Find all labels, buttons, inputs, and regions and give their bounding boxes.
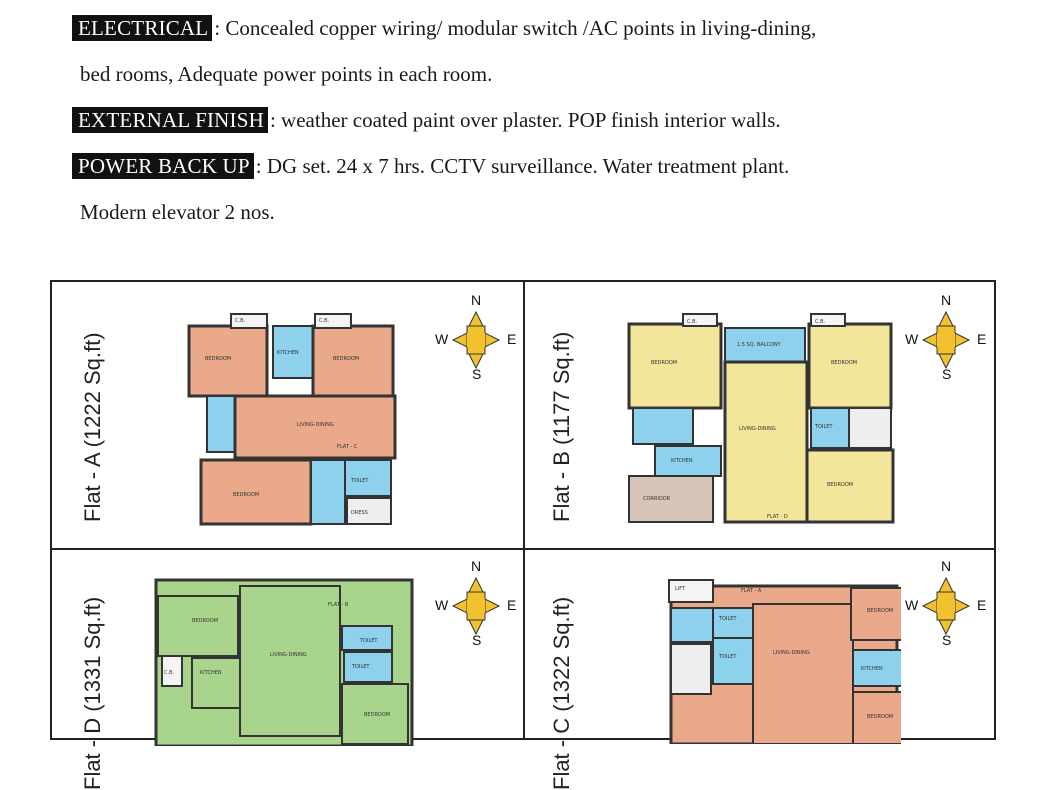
- spec-label: ELECTRICAL: [72, 15, 213, 41]
- room-label: FLAT - B: [328, 602, 349, 608]
- room-label: KITCHEN: [277, 350, 299, 356]
- compass-south: S: [472, 632, 482, 648]
- room-label: TOILET: [351, 664, 370, 670]
- room-label: LIVING-DINING: [270, 652, 307, 658]
- room-label: BEDROOM: [867, 608, 893, 614]
- room-label: LIFT: [675, 586, 686, 592]
- flat-a-floor-plan: C.B. BEDROOM KITCHEN C.B. BEDROOM LIVING…: [187, 308, 397, 526]
- room-label: KITCHEN: [671, 458, 693, 464]
- room-label: C.B.: [235, 318, 246, 324]
- room-label: DRESS: [351, 510, 368, 516]
- flat-c-cell: Flat - C (1322 Sq.ft) LIFT FLAT - A BEDR…: [525, 550, 996, 790]
- compass-rose: N S W E: [431, 556, 521, 648]
- flat-c-floor-plan: LIFT FLAT - A BEDROOM TOILET TOILET LIVI…: [621, 574, 926, 746]
- grid-divider-horizontal: [52, 548, 994, 550]
- compass-east: E: [507, 331, 517, 347]
- compass-north: N: [941, 292, 952, 308]
- compass-north: N: [471, 558, 482, 574]
- compass-west: W: [905, 331, 919, 347]
- compass-west: W: [435, 331, 449, 347]
- room-label: 1.5 SQ. BALCONY: [737, 342, 782, 348]
- room-label: KITCHEN: [861, 666, 883, 672]
- compass-south: S: [472, 366, 482, 382]
- flat-b-floor-plan: C.B. BEDROOM 1.5 SQ. BALCONY C.B. BEDROO…: [625, 310, 897, 526]
- room-label: C.B.: [815, 319, 826, 325]
- flat-c-title: Flat - C (1322 Sq.ft): [549, 596, 574, 790]
- compass-west: W: [435, 597, 449, 613]
- spec-power-backup-cont: Modern elevator 2 nos.: [80, 198, 275, 226]
- spec-label: EXTERNAL FINISH: [72, 107, 268, 133]
- flat-b-cell: Flat - B (1177 Sq.ft) C.B. BEDROOM 1.5 S…: [525, 282, 996, 548]
- compass-west: W: [905, 597, 919, 613]
- room-label: BEDROOM: [827, 482, 853, 488]
- flat-d-cell: Flat - D (1331 Sq.ft) BEDROOM FLAT - B L…: [52, 550, 523, 790]
- room-label: LIVING-DINING: [773, 650, 810, 656]
- room-label: FLAT - C: [337, 444, 358, 450]
- room-label: FLAT - A: [741, 588, 762, 594]
- room-label: BEDROOM: [867, 714, 893, 720]
- spec-text: Modern elevator 2 nos.: [80, 200, 275, 224]
- room-label: BEDROOM: [192, 618, 218, 624]
- room-label: BEDROOM: [651, 360, 677, 366]
- compass-north: N: [941, 558, 952, 574]
- room-label: TOILET: [718, 654, 737, 660]
- spec-label: POWER BACK UP: [72, 153, 254, 179]
- floor-plan-grid: Flat - A (1222 Sq.ft) C.B. BEDROOM KITCH…: [50, 280, 996, 790]
- spec-electrical-cont: bed rooms, Adequate power points in each…: [80, 60, 492, 88]
- room-label: BEDROOM: [831, 360, 857, 366]
- room-label: C.B.: [319, 318, 330, 324]
- compass-east: E: [507, 597, 517, 613]
- compass-rose: N S W E: [431, 290, 521, 382]
- flat-d-floor-plan: BEDROOM FLAT - B LIVING-DINING TOILET KI…: [152, 576, 420, 748]
- compass-south: S: [942, 632, 952, 648]
- room-label: TOILET: [359, 638, 378, 644]
- compass-east: E: [977, 331, 987, 347]
- spec-power-backup: POWER BACK UP: DG set. 24 x 7 hrs. CCTV …: [72, 152, 789, 180]
- room-label: TOILET: [718, 616, 737, 622]
- room-label: LIVING-DINING: [739, 426, 776, 432]
- room-label: C.B.: [687, 319, 698, 325]
- compass-south: S: [942, 366, 952, 382]
- room-label: BEDROOM: [333, 356, 359, 362]
- compass-north: N: [471, 292, 482, 308]
- flat-b-title: Flat - B (1177 Sq.ft): [549, 331, 574, 522]
- room-label: FLAT - D: [767, 514, 788, 520]
- compass-east: E: [977, 597, 987, 613]
- flat-d-title: Flat - D (1331 Sq.ft): [80, 596, 105, 790]
- flat-a-title: Flat - A (1222 Sq.ft): [80, 332, 105, 522]
- compass-rose: N S W E: [901, 290, 991, 382]
- room-label: LIVING-DINING: [297, 422, 334, 428]
- spec-text: : weather coated paint over plaster. POP…: [269, 108, 781, 132]
- compass-rose: N S W E: [901, 556, 991, 648]
- room-label: TOILET: [350, 478, 369, 484]
- room-label: BEDROOM: [205, 356, 231, 362]
- grid-divider-vertical: [523, 282, 525, 738]
- room-label: BEDROOM: [233, 492, 259, 498]
- spec-external-finish: EXTERNAL FINISH: weather coated paint ov…: [72, 106, 781, 134]
- room-label: KITCHEN: [200, 670, 222, 676]
- spec-electrical: ELECTRICAL: Concealed copper wiring/ mod…: [72, 14, 816, 42]
- spec-text: bed rooms, Adequate power points in each…: [80, 62, 493, 86]
- room-label: BEDROOM: [364, 712, 390, 718]
- room-label: CORRIDOR: [643, 496, 671, 502]
- room-label: C.B.: [164, 670, 175, 676]
- room-label: TOILET: [814, 424, 833, 430]
- spec-text: : Concealed copper wiring/ modular switc…: [214, 16, 817, 40]
- flat-a-cell: Flat - A (1222 Sq.ft) C.B. BEDROOM KITCH…: [52, 282, 523, 548]
- spec-text: : DG set. 24 x 7 hrs. CCTV surveillance.…: [255, 154, 790, 178]
